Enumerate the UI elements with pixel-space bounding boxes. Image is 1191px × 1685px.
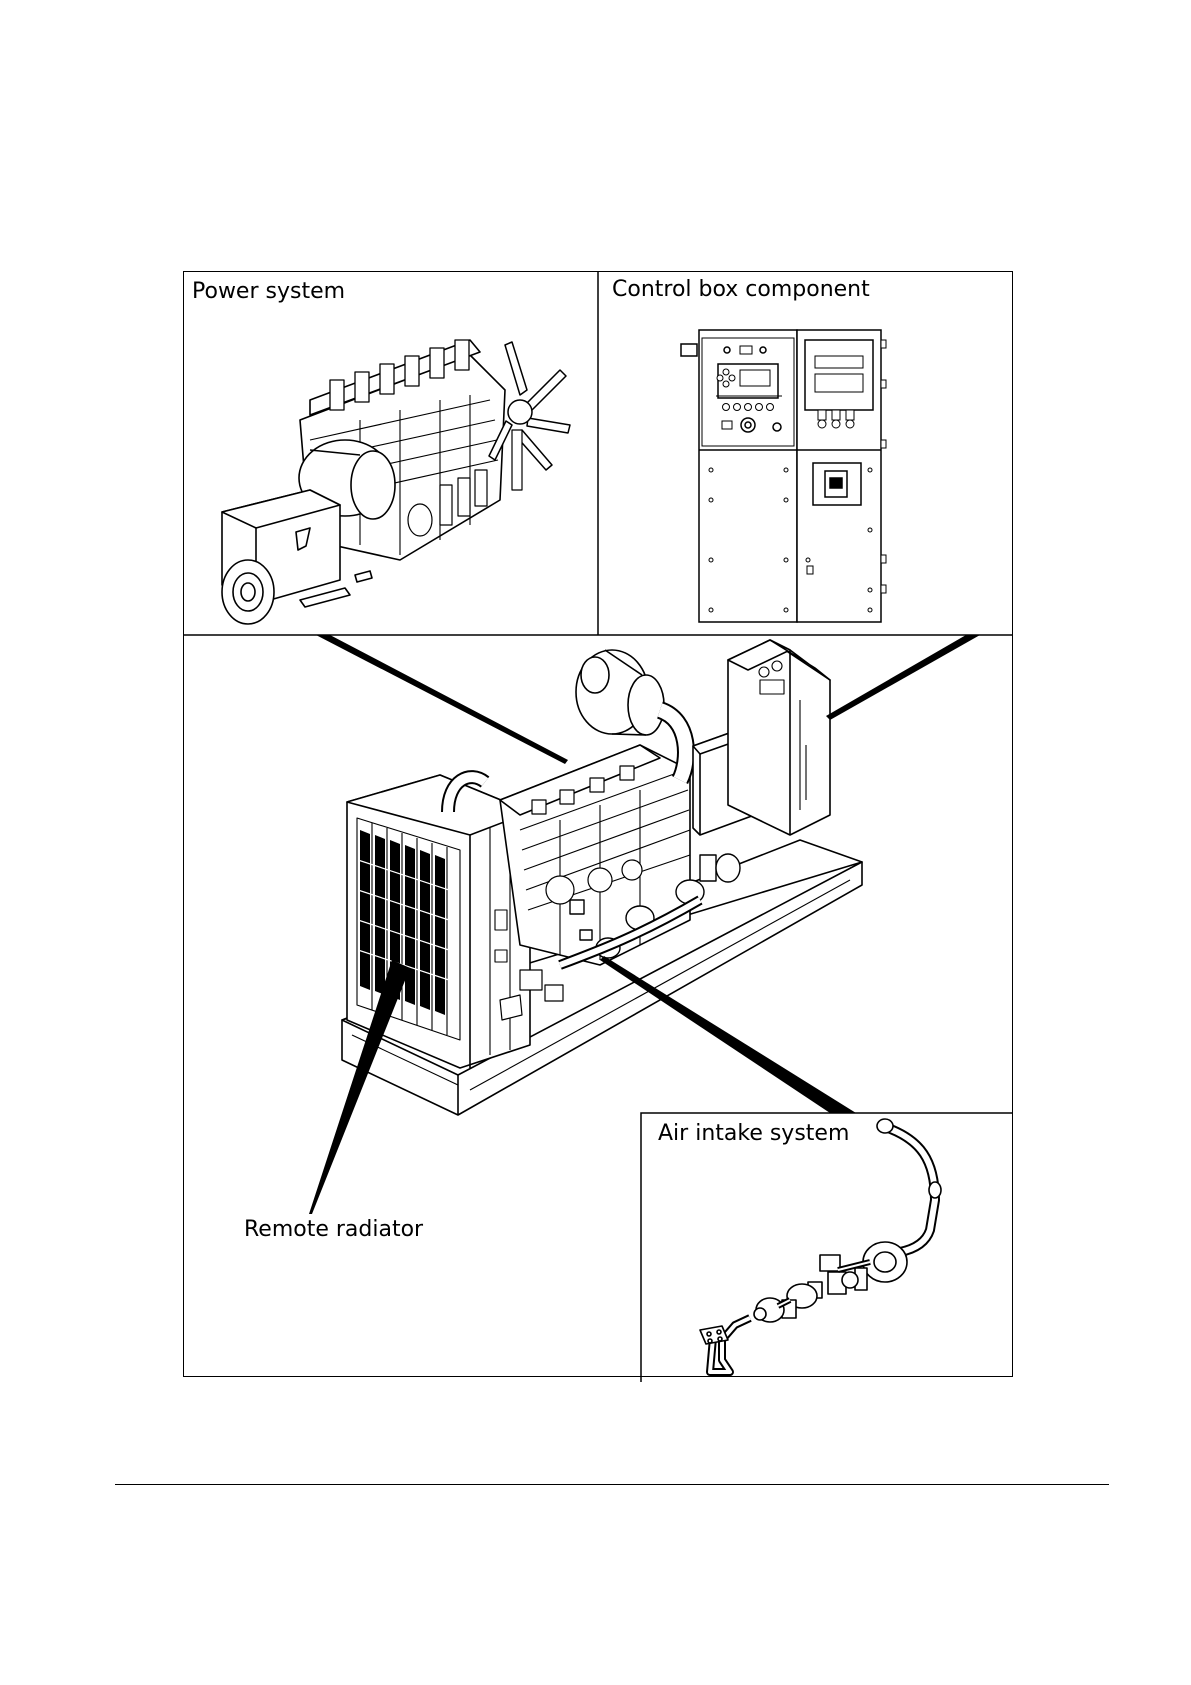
remote-radiator-label: Remote radiator [244, 1217, 423, 1243]
figure-frame [183, 271, 1013, 1377]
control-box-label: Control box component [612, 277, 870, 303]
power-system-label: Power system [192, 279, 345, 305]
air-intake-label: Air intake system [658, 1121, 849, 1147]
footer-rule [115, 1484, 1109, 1485]
